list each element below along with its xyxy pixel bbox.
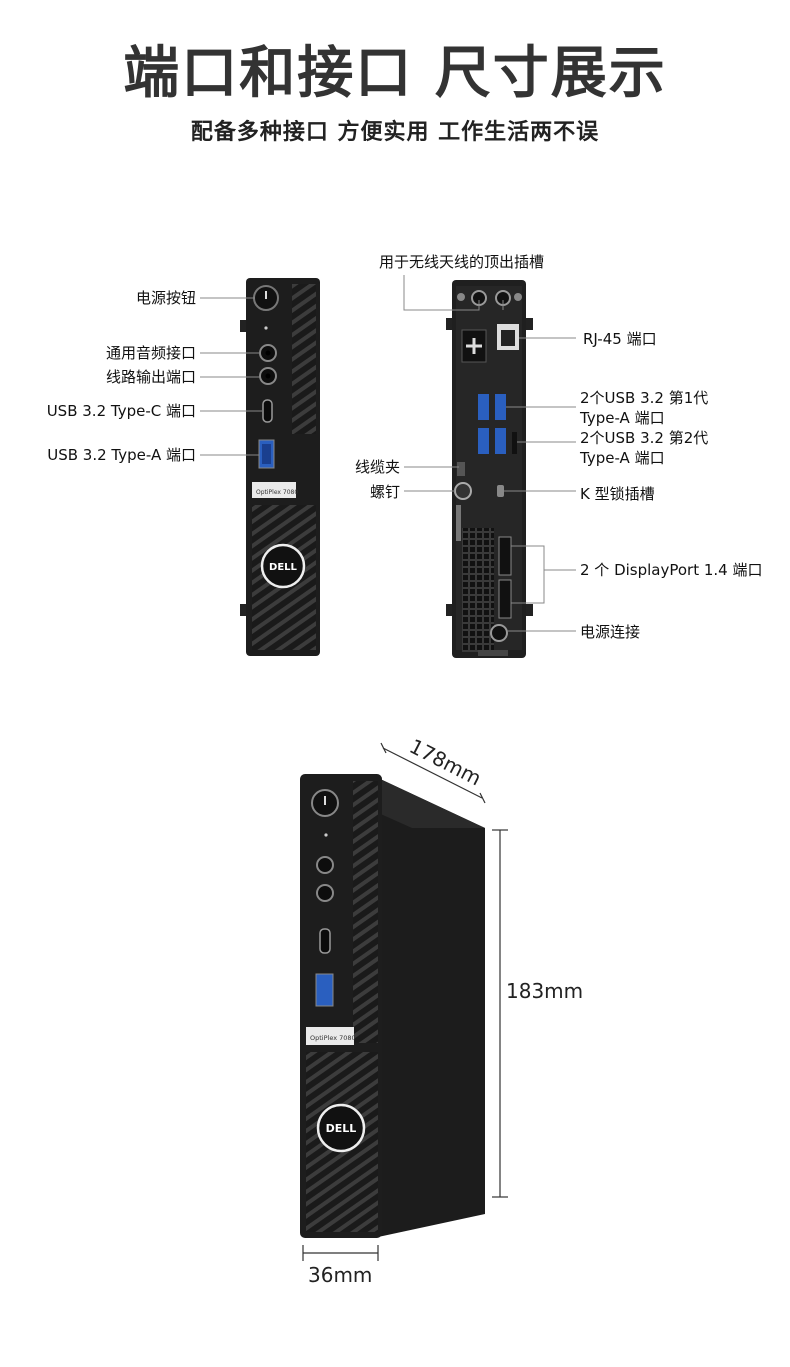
dimension-brand-text: DELL <box>326 1122 357 1135</box>
audio-jack-icon <box>316 856 334 874</box>
label-power-button: 电源按钮 <box>135 289 196 307</box>
height-dimension-label: 183mm <box>506 979 583 1003</box>
front-brand-text: DELL <box>269 562 298 573</box>
usb-gen1-port-icon <box>495 394 506 420</box>
displayport-icon <box>498 579 512 619</box>
usb-gen2-port-icon <box>478 428 489 454</box>
cable-clip-icon <box>457 462 465 476</box>
dimension-model-label: OptiPlex 7080 <box>310 1034 356 1042</box>
label-audio-jack: 通用音频接口 <box>105 344 196 362</box>
label-rj45: RJ-45 端口 <box>583 330 657 348</box>
label-line-out: 线路输出端口 <box>105 368 196 386</box>
rear-view <box>446 280 533 658</box>
dell-logo-icon <box>316 1103 366 1153</box>
usb-c-port-icon <box>319 928 331 954</box>
page-title: 端口和接口 尺寸展示 <box>123 41 667 106</box>
label-cable-clip: 线缆夹 <box>354 458 400 476</box>
label-power-connector: 电源连接 <box>580 623 641 641</box>
front-leader-lines <box>200 297 262 456</box>
label-screw: 螺钉 <box>369 483 400 501</box>
usb-c-port-icon <box>262 399 273 423</box>
usb-a-port-icon <box>315 973 334 1007</box>
usb-gen2-port-icon <box>495 428 506 454</box>
page-subtitle: 配备多种接口 方便实用 工作生活两不误 <box>190 120 600 145</box>
label-usb-gen1-line2: Type-A 端口 <box>580 409 665 427</box>
label-usb-gen2-line1: 2个USB 3.2 第2代 <box>580 429 709 447</box>
front-view: OptiPlex 7080 DELL <box>240 278 320 656</box>
depth-dimension-label: 178mm <box>406 734 486 790</box>
front-model-label: OptiPlex 7080 <box>256 489 298 496</box>
power-connector-icon <box>490 624 508 642</box>
label-displayport: 2 个 DisplayPort 1.4 端口 <box>580 561 763 579</box>
line-out-jack-icon <box>316 884 334 902</box>
rear-leader-lines <box>403 275 576 632</box>
label-usb-c: USB 3.2 Type-C 端口 <box>46 402 196 420</box>
label-k-lock: K 型锁插槽 <box>580 485 655 503</box>
label-usb-gen1-line1: 2个USB 3.2 第1代 <box>580 389 709 407</box>
dimension-lines <box>302 742 508 1261</box>
dell-logo-icon <box>260 543 306 589</box>
screw-icon <box>454 482 472 500</box>
label-antenna-slot: 用于无线天线的顶出插槽 <box>379 253 545 271</box>
label-usb-a: USB 3.2 Type-A 端口 <box>47 446 196 464</box>
displayport-icon <box>498 536 512 576</box>
k-lock-slot-icon <box>497 485 504 497</box>
usb-gen1-port-icon <box>478 394 489 420</box>
dimension-view: OptiPlex 7080 DELL 178mm 183mm 36mm <box>300 734 583 1287</box>
label-usb-gen2-line2: Type-A 端口 <box>580 449 665 467</box>
width-dimension-label: 36mm <box>308 1263 372 1287</box>
